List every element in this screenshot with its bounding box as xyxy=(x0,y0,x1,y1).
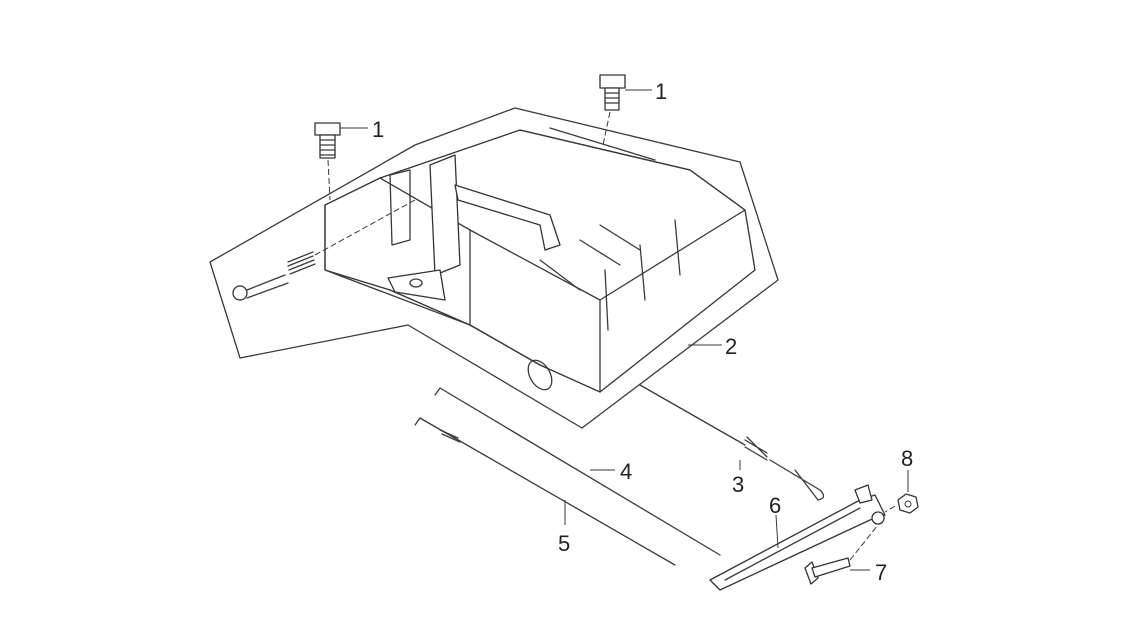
screw-with-spring xyxy=(232,199,416,301)
callout-8: 8 xyxy=(901,446,913,471)
bolt-left xyxy=(314,122,368,201)
callout-3: 3 xyxy=(732,472,744,497)
bolt-right xyxy=(599,74,652,146)
lever xyxy=(709,484,886,591)
rod-upper xyxy=(434,387,721,556)
bolt-lever xyxy=(804,524,879,585)
callout-6: 6 xyxy=(769,493,781,518)
callout-4: 4 xyxy=(620,459,632,484)
callout-1-right: 1 xyxy=(655,79,667,104)
callout-7: 7 xyxy=(875,560,887,585)
rod-lower xyxy=(414,417,676,566)
callout-1-left: 1 xyxy=(372,117,384,142)
callout-5: 5 xyxy=(558,531,570,556)
spring-rod xyxy=(639,384,825,501)
nut xyxy=(884,470,919,514)
callout-2: 2 xyxy=(725,334,737,359)
cover-housing xyxy=(209,107,779,429)
